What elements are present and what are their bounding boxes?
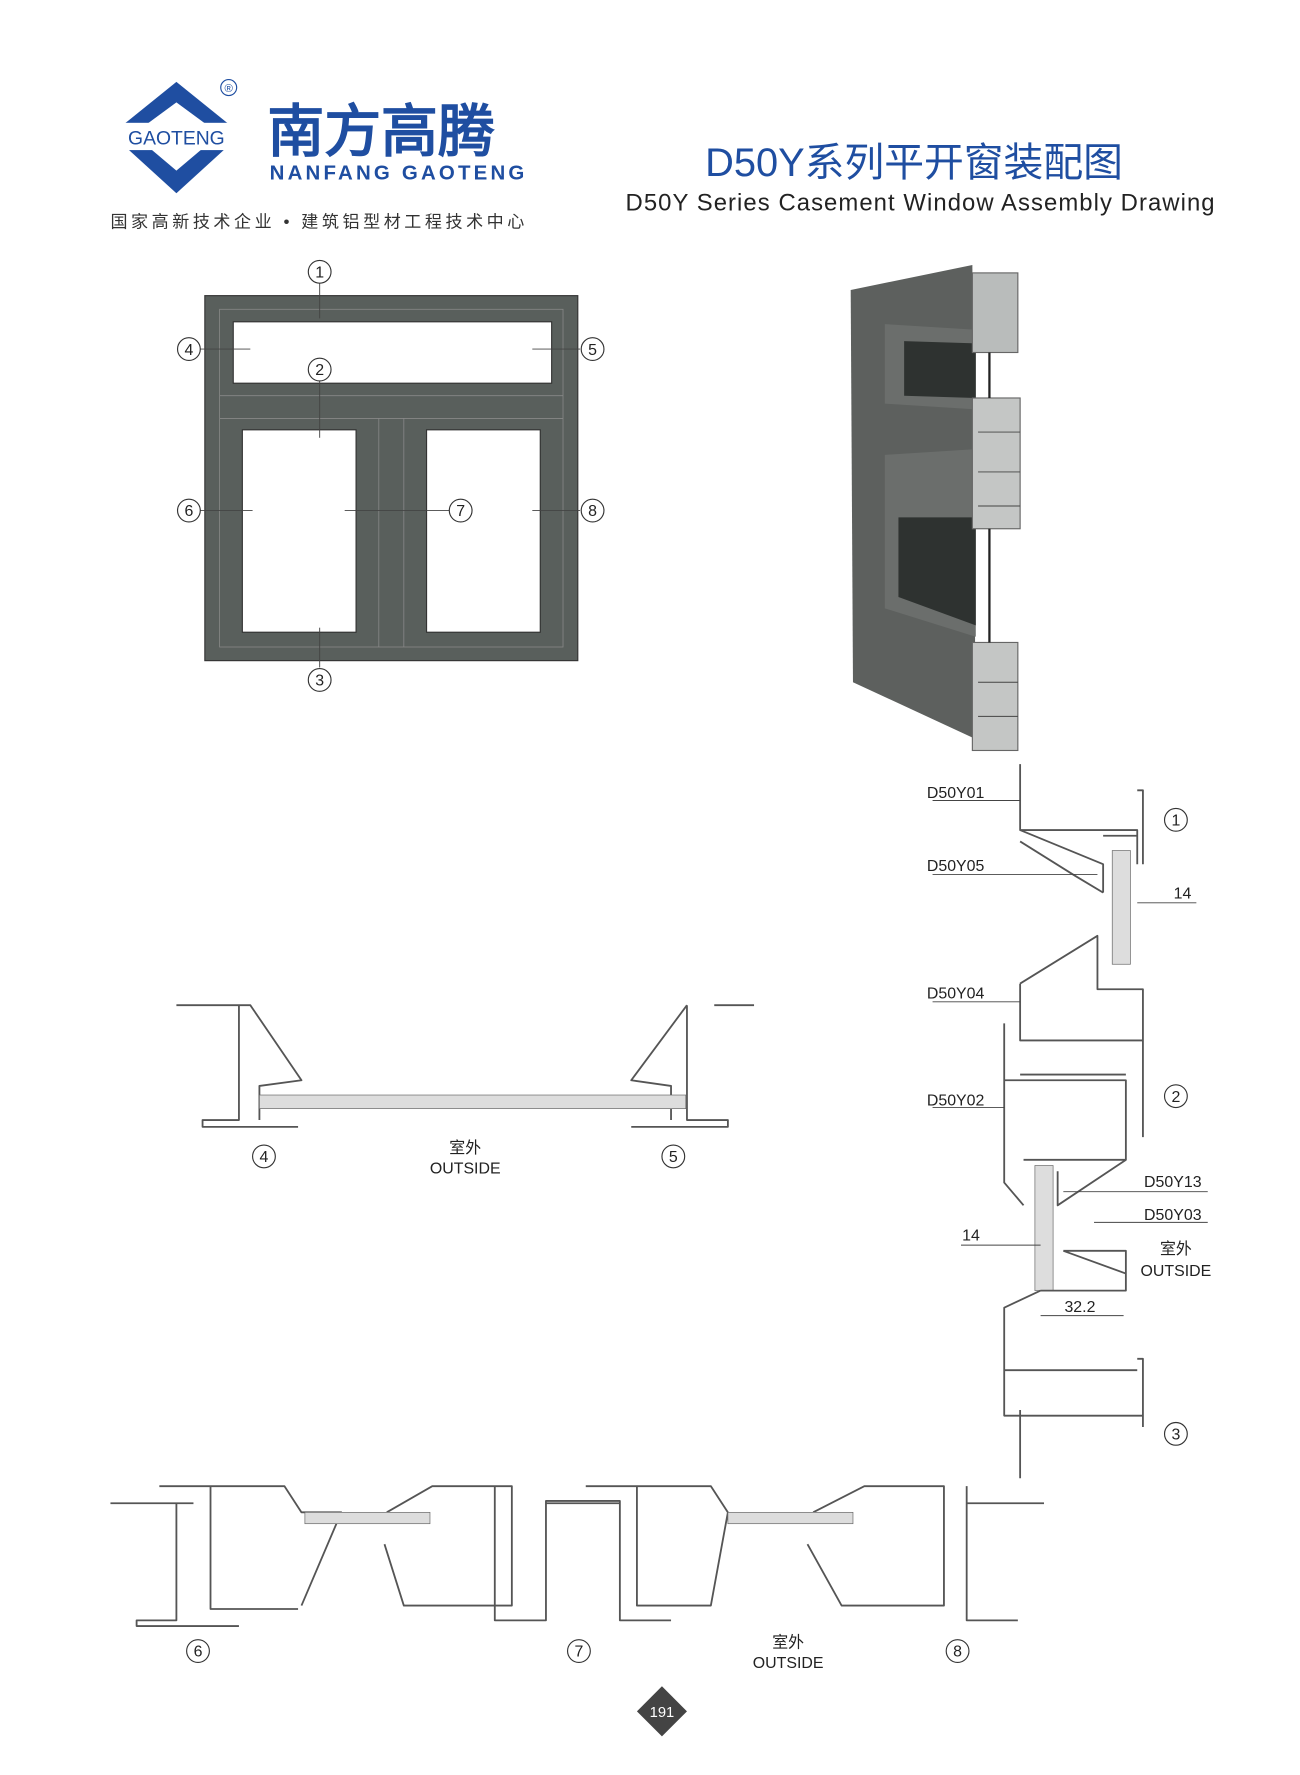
svg-text:5: 5 (588, 342, 597, 359)
label-d50y02: D50Y02 (927, 1092, 985, 1109)
elevation-callout-4: 4 (176, 337, 201, 362)
elevation-callout-7: 7 (448, 498, 473, 523)
section-callout-3: 3 (1163, 1421, 1188, 1446)
outside-label-en: OUTSIDE (753, 1655, 824, 1672)
svg-text:3: 3 (1171, 1427, 1180, 1444)
label-d50y03: D50Y03 (1144, 1207, 1202, 1224)
registered-mark: ® (225, 83, 234, 95)
transom-section: 室外 OUTSIDE 4 5 (176, 1004, 755, 1177)
label-d50y01: D50Y01 (927, 785, 985, 802)
section-callout-5: 5 (661, 1144, 686, 1169)
logo-tagline: 国家高新技术企业 • 建筑铝型材工程技术中心 (110, 212, 524, 231)
section-callout-1: 1 (1163, 807, 1188, 832)
logo-brand-cn: 南方高腾 (267, 101, 496, 164)
elevation-callout-3: 3 (307, 668, 332, 692)
profile-3d-render (850, 264, 1021, 752)
vertical-section: D50Y01 D50Y05 D50Y04 D50Y02 D50Y13 D50Y0… (927, 764, 1212, 1479)
dimension-14-top: 14 (1174, 885, 1192, 902)
svg-text:1: 1 (1171, 813, 1180, 830)
dimension-32-2: 32.2 (1064, 1299, 1095, 1316)
company-logo: GAOTENG ® 南方高腾 NANFANG GAOTENG 国家高新技术企业 … (105, 79, 525, 231)
page-number: 191 (636, 1686, 687, 1737)
svg-text:3: 3 (315, 673, 324, 690)
page-title-en: D50Y Series Casement Window Assembly Dra… (626, 189, 1215, 216)
svg-text:6: 6 (194, 1644, 203, 1661)
svg-text:6: 6 (184, 503, 193, 520)
elevation-callout-5: 5 (580, 337, 605, 362)
outside-label-cn: 室外 (772, 1634, 804, 1652)
section-callout-4: 4 (252, 1144, 276, 1169)
elevation-callout-2: 2 (307, 357, 332, 382)
svg-text:8: 8 (588, 503, 597, 520)
elevation-callout-1: 1 (307, 259, 332, 284)
svg-text:7: 7 (575, 1644, 584, 1661)
svg-text:2: 2 (1171, 1089, 1180, 1106)
label-d50y04: D50Y04 (927, 985, 985, 1002)
svg-text:7: 7 (456, 503, 465, 520)
dimension-14-bottom: 14 (962, 1228, 980, 1245)
section-callout-7: 7 (566, 1639, 591, 1663)
logo-brand-en: GAOTENG (128, 128, 225, 149)
svg-text:4: 4 (184, 342, 193, 359)
svg-text:5: 5 (669, 1149, 678, 1166)
label-d50y05: D50Y05 (927, 858, 985, 875)
elevation-callout-8: 8 (580, 498, 605, 523)
label-d50y13: D50Y13 (1144, 1174, 1202, 1191)
page-title-cn: D50Y系列平开窗装配图 (705, 141, 1123, 185)
section-callout-2: 2 (1163, 1084, 1188, 1109)
section-callout-6: 6 (186, 1639, 210, 1663)
mullion-section: 室外 OUTSIDE 6 7 8 (110, 1485, 1045, 1672)
outside-label-cn: 室外 (449, 1139, 481, 1157)
svg-text:191: 191 (650, 1705, 675, 1721)
svg-text:2: 2 (315, 362, 324, 379)
section-callout-8: 8 (945, 1639, 970, 1663)
outside-label-en: OUTSIDE (1141, 1263, 1212, 1280)
logo-brand-pinyin: NANFANG GAOTENG (270, 162, 525, 185)
outside-label-en: OUTSIDE (430, 1160, 501, 1177)
svg-text:4: 4 (260, 1149, 269, 1166)
outside-label-cn: 室外 (1160, 1240, 1192, 1258)
window-elevation: 1 2 3 4 5 6 7 8 (176, 259, 605, 692)
elevation-callout-6: 6 (176, 498, 201, 523)
svg-text:1: 1 (315, 264, 324, 281)
svg-text:8: 8 (953, 1644, 962, 1661)
